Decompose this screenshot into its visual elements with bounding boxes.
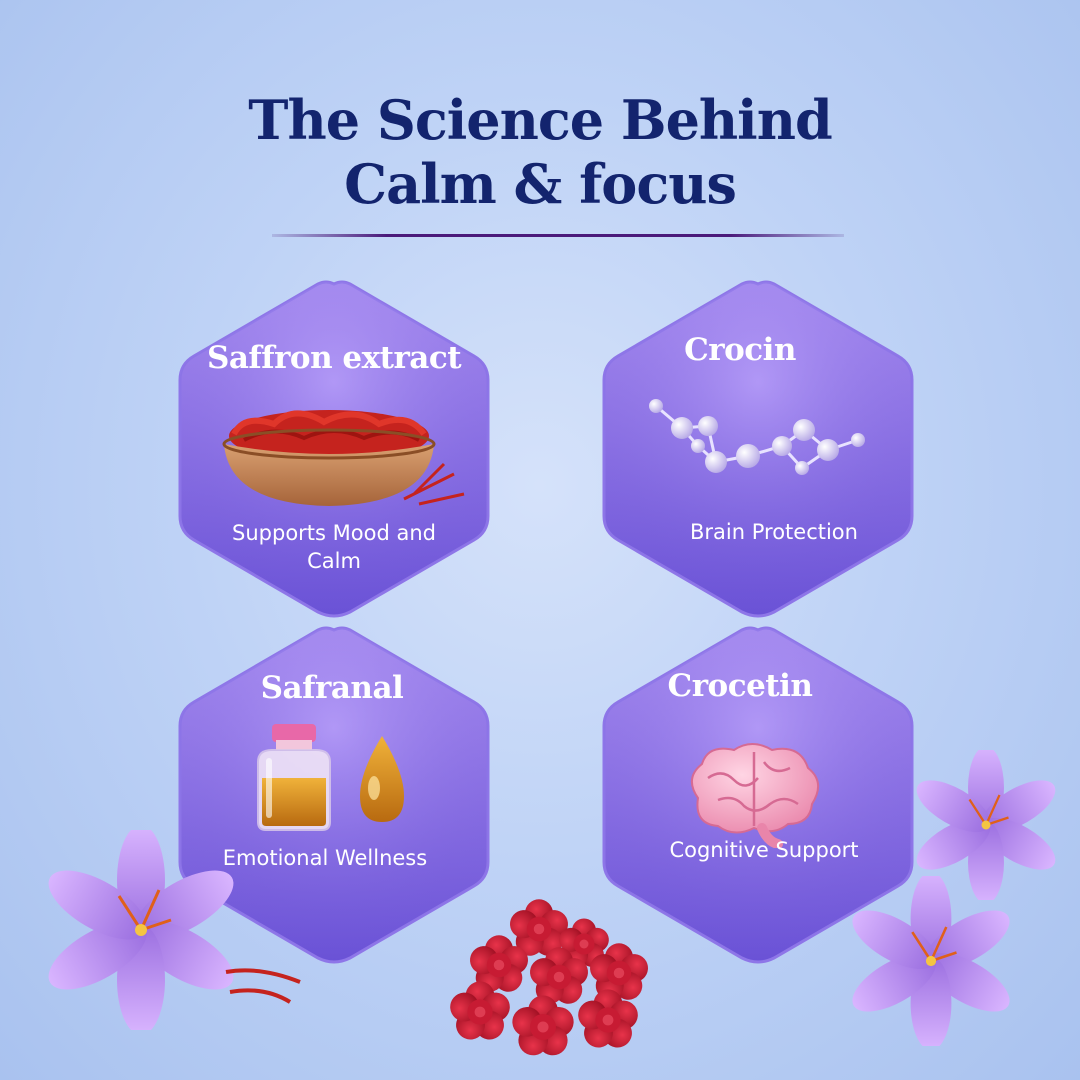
gummies-pile bbox=[444, 894, 654, 1064]
molecule-icon bbox=[649, 399, 865, 475]
card-title: Saffron extract bbox=[206, 340, 462, 376]
title-divider bbox=[272, 234, 844, 237]
card-safranal: Safranal Emotional Wellness bbox=[174, 622, 494, 967]
card-title: Safranal bbox=[260, 670, 404, 706]
oil-bottle-drop-icon bbox=[257, 724, 404, 831]
card-description: Brain Protection bbox=[690, 520, 858, 544]
brain-icon bbox=[691, 743, 819, 848]
card-saffron-extract: Saffron extract Supports Mood and Calm bbox=[174, 276, 494, 621]
card-description: Emotional Wellness bbox=[222, 846, 428, 870]
page-title-line1: The Science Behind bbox=[248, 88, 832, 152]
gummy-icon bbox=[572, 984, 644, 1056]
card-crocetin: Crocetin Cognitive Support bbox=[598, 622, 918, 967]
card-crocin: Crocin Brain Protection bbox=[598, 276, 918, 621]
saffron-flower-right-bottom-icon bbox=[836, 876, 1026, 1046]
saffron-threads-icon bbox=[225, 968, 301, 1004]
saffron-bowl-icon bbox=[222, 410, 465, 506]
card-title: Crocetin bbox=[667, 668, 813, 704]
saffron-flower-left-icon bbox=[36, 830, 246, 1030]
card-description: Supports Mood and Calm bbox=[232, 521, 436, 573]
card-description: Cognitive Support bbox=[669, 838, 859, 862]
gummy-icon bbox=[506, 990, 580, 1064]
card-title: Crocin bbox=[684, 332, 796, 368]
page-title-line2: Calm & focus bbox=[344, 152, 737, 216]
